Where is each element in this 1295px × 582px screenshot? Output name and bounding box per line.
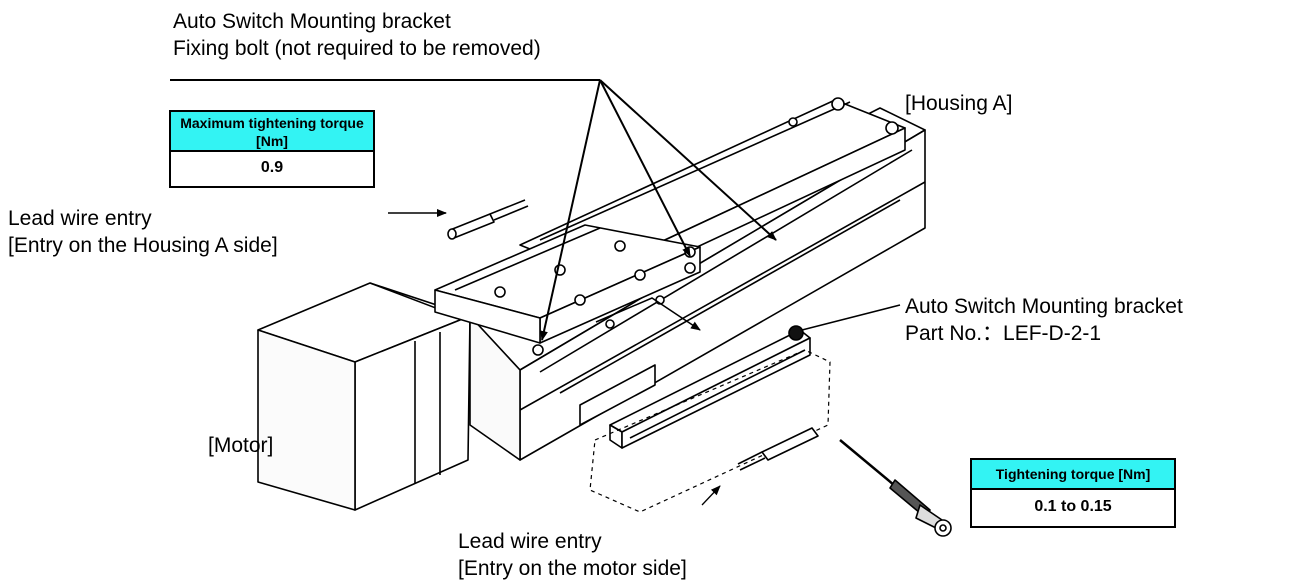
bracket-label-line1: Auto Switch Mounting bracket xyxy=(905,295,1183,318)
bracket-label: Auto Switch Mounting bracket Part No.：LE… xyxy=(905,293,1183,347)
slide-table xyxy=(434,224,701,356)
bolt-label-line2: Fixing bolt (not required to be removed) xyxy=(173,37,541,60)
lead-wire-housing-line1: Lead wire entry xyxy=(8,207,152,230)
lead-wire-motor-line1: Lead wire entry xyxy=(458,530,602,553)
auto-switch-motor-side xyxy=(737,427,819,471)
lead-wire-housing-line2: [Entry on the Housing A side] xyxy=(8,234,278,257)
max-torque-header-line2: [Nm] xyxy=(256,133,288,149)
max-torque-table: Maximum tightening torque [Nm] 0.9 xyxy=(169,110,375,188)
bracket-move-arrow xyxy=(595,297,701,331)
mounting-slot xyxy=(579,364,656,426)
bracket-leader xyxy=(801,304,901,331)
lead-wire-housing-label: Lead wire entry [Entry on the Housing A … xyxy=(8,205,278,259)
torque-value: 0.1 to 0.15 xyxy=(1034,498,1112,515)
bolt-label-line1: Auto Switch Mounting bracket xyxy=(173,10,451,33)
torque-header: Tightening torque [Nm] xyxy=(972,460,1174,490)
bolt-label: Auto Switch Mounting bracket Fixing bolt… xyxy=(173,8,541,62)
lead-wire-motor-line2: [Entry on the motor side] xyxy=(458,557,687,580)
motor-body xyxy=(257,282,521,511)
max-torque-header: Maximum tightening torque [Nm] xyxy=(171,112,373,152)
bolt-arrow-3 xyxy=(599,79,777,241)
max-torque-value: 0.9 xyxy=(260,159,284,176)
bolt-arrow-1 xyxy=(540,79,601,341)
auto-switch-housing-side xyxy=(447,199,529,240)
lead-wire-motor-label: Lead wire entry [Entry on the motor side… xyxy=(458,528,687,582)
housing-a-label: [Housing A] xyxy=(905,92,1013,115)
motor-label: [Motor] xyxy=(208,434,274,457)
screwdriver xyxy=(839,439,952,537)
bolt-arrow-2 xyxy=(599,79,691,257)
lead-wire-arrow-motor xyxy=(701,485,721,506)
torque-table: Tightening torque [Nm] 0.1 to 0.15 xyxy=(970,458,1176,528)
max-torque-header-line1: Maximum tightening torque xyxy=(180,115,364,131)
bracket-label-line2: Part No.：LEF-D-2-1 xyxy=(905,322,1102,345)
